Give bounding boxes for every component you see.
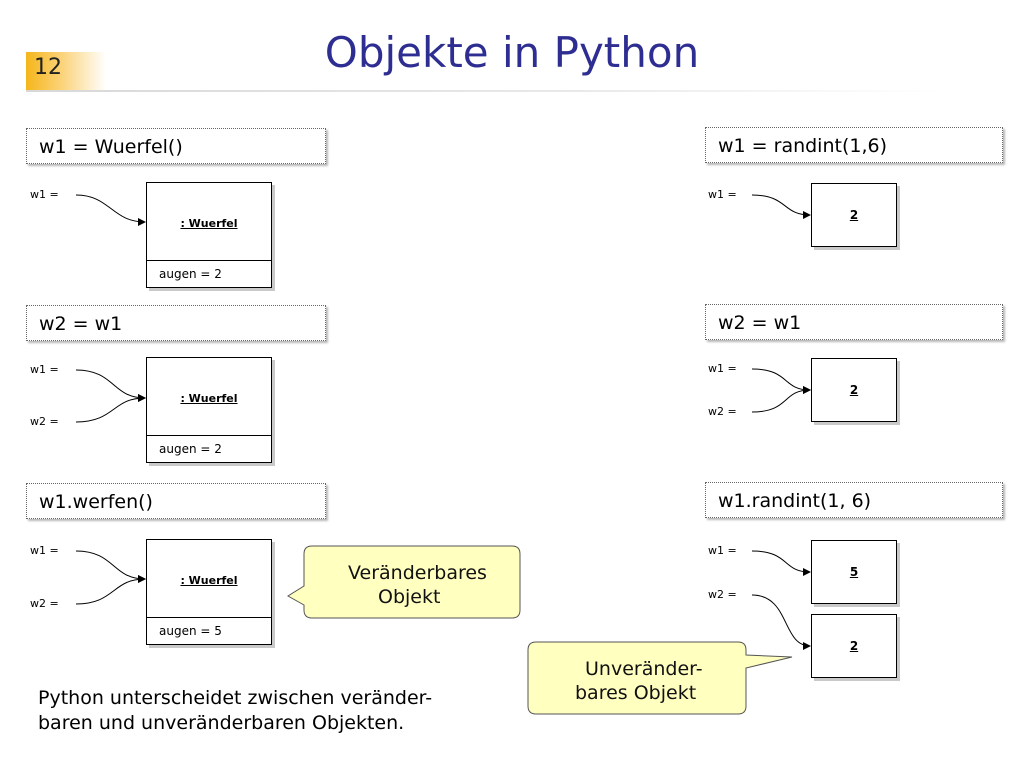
object-name: : Wuerfel bbox=[180, 217, 238, 230]
reference-arrow bbox=[751, 194, 811, 219]
object-attribute: augen = 5 bbox=[147, 617, 271, 644]
variable-label-w2: w2 = bbox=[708, 588, 737, 601]
wuerfel-object: : Wuerfel augen = 5 bbox=[146, 539, 272, 645]
callout-mutable-line1: Veränderbares bbox=[348, 562, 487, 584]
variable-label-w2: w2 = bbox=[30, 597, 59, 610]
callout-bubble-immutable bbox=[527, 641, 793, 715]
reference-arrow bbox=[75, 394, 146, 423]
code-line-method-call: w1.werfen() bbox=[26, 483, 326, 519]
variable-label-w2: w2 = bbox=[30, 415, 59, 428]
reference-arrow bbox=[751, 550, 811, 576]
callout-immutable-line1: Unveränder- bbox=[585, 658, 703, 680]
reference-arrow bbox=[75, 550, 146, 583]
int-object: 2 bbox=[811, 183, 897, 247]
callout-bubble-mutable bbox=[287, 545, 521, 619]
code-line-assign: w2 = w1 bbox=[26, 305, 326, 341]
explanation-note: Python unterscheidet zwischen veränder- … bbox=[38, 686, 432, 736]
wuerfel-object: : Wuerfel augen = 2 bbox=[146, 182, 272, 288]
title-divider bbox=[26, 90, 946, 92]
int-object-new: 5 bbox=[811, 540, 897, 604]
variable-label-w1: w1 = bbox=[708, 362, 737, 375]
code-line-randint-call: w1.randint(1, 6) bbox=[705, 482, 1003, 518]
variable-label-w1: w1 = bbox=[708, 544, 737, 557]
note-line1: Python unterscheidet zwischen veränder- bbox=[38, 687, 433, 709]
object-name: : Wuerfel bbox=[180, 392, 238, 405]
object-attribute: augen = 2 bbox=[147, 260, 271, 287]
note-line2: baren und unveränderbaren Objekten. bbox=[38, 712, 405, 734]
object-attribute: augen = 2 bbox=[147, 435, 271, 462]
callout-mutable-line2: Objekt bbox=[378, 586, 441, 608]
variable-label-w1: w1 = bbox=[30, 363, 59, 376]
int-object: 2 bbox=[811, 358, 897, 422]
variable-label-w2: w2 = bbox=[708, 405, 737, 418]
callout-immutable-line2: bares Objekt bbox=[575, 682, 697, 704]
variable-label-w1: w1 = bbox=[708, 188, 737, 201]
reference-arrow bbox=[75, 369, 146, 402]
reference-arrow bbox=[75, 194, 146, 226]
reference-arrow bbox=[751, 386, 811, 413]
object-name: : Wuerfel bbox=[180, 574, 238, 587]
slide-title: Objekte in Python bbox=[324, 28, 700, 77]
code-line-randint: w1 = randint(1,6) bbox=[705, 127, 1003, 163]
int-object-old: 2 bbox=[811, 614, 897, 678]
code-line-assign: w2 = w1 bbox=[705, 304, 1003, 340]
reference-arrow bbox=[75, 575, 146, 605]
slide-number-badge bbox=[26, 52, 106, 90]
reference-arrow bbox=[751, 368, 811, 394]
variable-label-w1: w1 = bbox=[30, 544, 59, 557]
code-line-create-object: w1 = Wuerfel() bbox=[26, 128, 326, 164]
reference-arrow bbox=[751, 594, 811, 650]
slide-number: 12 bbox=[34, 55, 62, 80]
variable-label-w1: w1 = bbox=[30, 188, 59, 201]
wuerfel-object: : Wuerfel augen = 2 bbox=[146, 357, 272, 463]
